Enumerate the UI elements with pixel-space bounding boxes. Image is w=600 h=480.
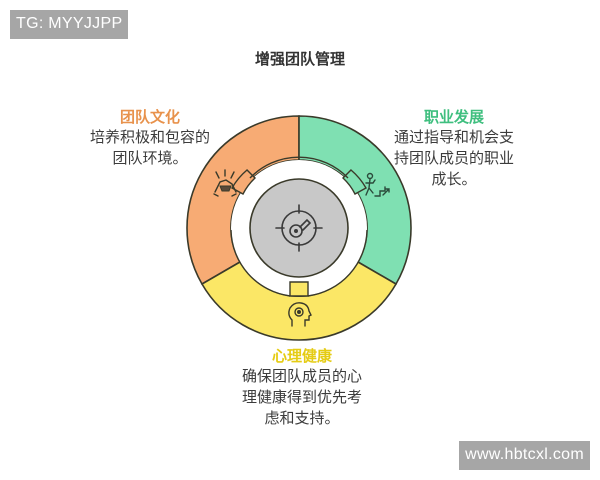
mental-block: 心理健康 确保团队成员的心 理健康得到优先考 虑和支持。 [222, 346, 382, 429]
center-hub [249, 178, 349, 278]
culture-desc-line-2: 团队环境。 [112, 149, 188, 167]
watermark-bottom-right: www.hbtcxl.com [459, 441, 590, 470]
culture-block: 团队文化 培养积极和包容的 团队环境。 [70, 107, 230, 169]
watermark-top-left: TG: MYYJJPP [10, 10, 129, 39]
segment-career [298, 115, 412, 286]
hands-together-icon [213, 169, 237, 197]
career-desc-line-1: 通过指导和机会支 [393, 128, 514, 146]
mental-desc-line-3: 虑和支持。 [264, 409, 340, 427]
culture-desc-line-1: 培养积极和包容的 [89, 128, 210, 146]
mental-desc-line-1: 确保团队成员的心 [241, 367, 362, 385]
career-title: 职业发展 [423, 108, 484, 126]
target-key-icon [275, 204, 323, 252]
diagram-title: 增强团队管理 [254, 50, 345, 68]
career-desc-line-2: 持团队成员的职业 [393, 149, 514, 167]
head-flower-icon [288, 302, 312, 327]
career-desc-line-3: 成长。 [431, 170, 477, 188]
culture-title: 团队文化 [119, 108, 180, 126]
tab-culture [231, 169, 257, 195]
tab-career [341, 169, 367, 195]
person-climbing-stairs-icon [365, 172, 390, 197]
career-block: 职业发展 通过指导和机会支 持团队成员的职业 成长。 [374, 107, 534, 190]
mental-title: 心理健康 [271, 347, 332, 365]
segment-culture [186, 115, 300, 286]
mental-desc-line-2: 理健康得到优先考 [241, 388, 362, 406]
tab-mental [289, 281, 309, 297]
